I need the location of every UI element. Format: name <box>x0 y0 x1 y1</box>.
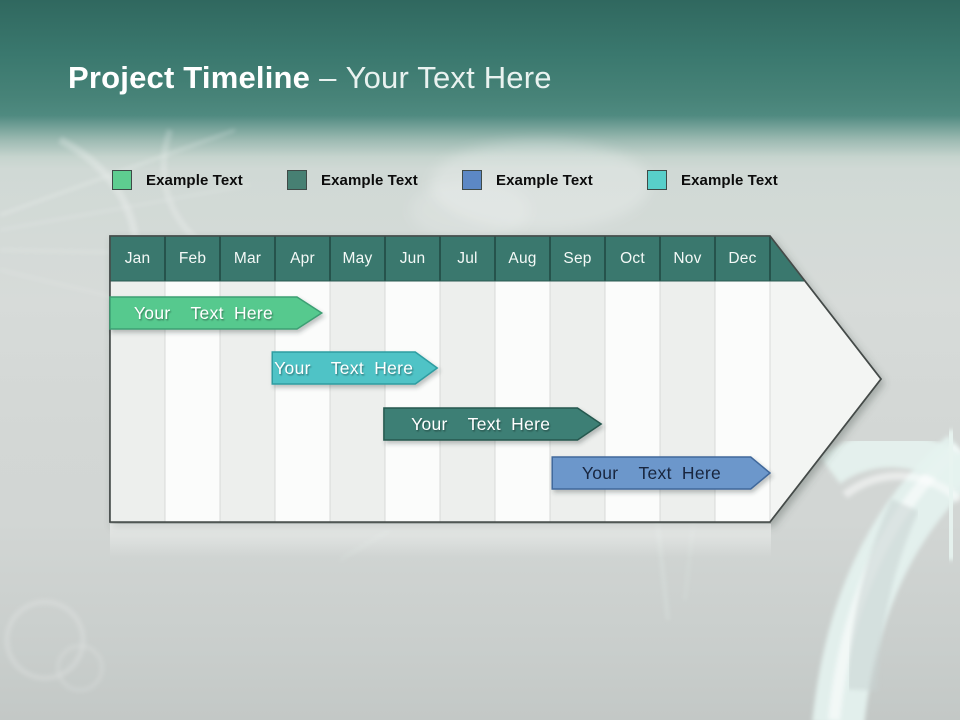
table-reflection <box>110 524 771 558</box>
legend-swatch-icon <box>287 170 307 190</box>
gantt-bar-shape-2 <box>271 351 439 385</box>
legend-item-3: Example Text <box>462 170 593 190</box>
timeline-arrow-outline <box>109 235 883 523</box>
legend-label: Example Text <box>681 171 778 189</box>
gantt-bar-shape-4 <box>551 456 772 490</box>
slide-title-separator: – <box>319 60 337 95</box>
month-column-Jul <box>440 281 495 522</box>
month-column-Jun <box>385 281 440 522</box>
month-column-Aug <box>495 281 550 522</box>
legend-label: Example Text <box>146 171 243 189</box>
slide-title-primary: Project Timeline <box>68 60 311 95</box>
legend-swatch-icon <box>462 170 482 190</box>
legend-swatch-icon <box>112 170 132 190</box>
legend-label: Example Text <box>496 171 593 189</box>
dna-bottomleft-swirl <box>4 599 104 692</box>
legend-item-2: Example Text <box>287 170 418 190</box>
slide-title-secondary: Your Text Here <box>345 60 552 95</box>
gantt-bar-shape-1 <box>109 296 324 330</box>
legend-swatch-icon <box>647 170 667 190</box>
legend-label: Example Text <box>321 171 418 189</box>
legend-item-4: Example Text <box>647 170 778 190</box>
slide-title: Project Timeline – Your Text Here <box>68 60 552 102</box>
dna-center-glow-2 <box>410 180 530 240</box>
legend-item-1: Example Text <box>112 170 243 190</box>
gantt-bar-shape-3 <box>383 407 603 441</box>
month-column-May <box>330 281 385 522</box>
dna-right-tube <box>812 429 960 720</box>
